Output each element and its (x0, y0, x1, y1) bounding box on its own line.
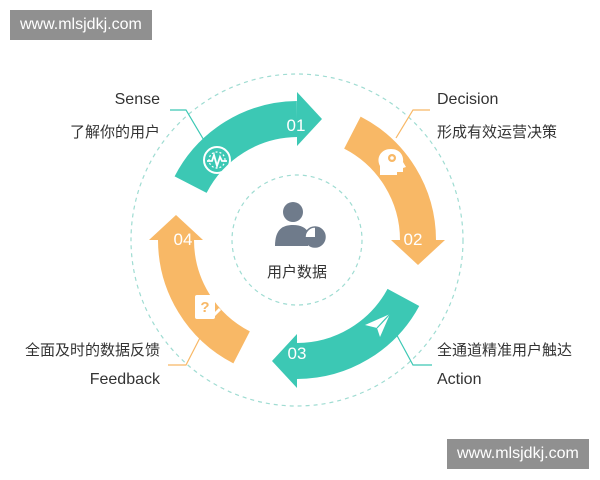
stage-03-desc: 全通道精准用户触达 (437, 341, 573, 359)
segment-04 (149, 215, 251, 364)
watermark-top: www.mlsjdkj.com (10, 10, 152, 40)
segment-02-arrowhead (391, 240, 445, 265)
segment-01-arrowhead (297, 92, 322, 146)
radar-icon (203, 146, 231, 174)
segment-04-arc (158, 239, 251, 364)
stage-03-number: 03 (288, 344, 307, 363)
connector-feedback (168, 327, 206, 366)
stage-04-number: 04 (174, 230, 193, 249)
paper-plane-icon (365, 313, 391, 337)
stage-01-desc: 了解你的用户 (69, 123, 160, 141)
user-data-icon (275, 202, 326, 248)
stage-04-desc: 全面及时的数据反馈 (24, 341, 160, 359)
inner-dashed-ring (231, 174, 363, 306)
stage-02-number: 02 (404, 230, 423, 249)
connector-sense (170, 109, 206, 143)
segment-02-arc (343, 116, 436, 241)
stage-04-title: Feedback (89, 371, 160, 388)
stage-02-title: Decision (437, 91, 499, 108)
svg-text:?: ? (200, 299, 209, 316)
watermark-bottom: www.mlsjdkj.com (447, 439, 589, 469)
outer-dashed-ring (130, 73, 464, 407)
segment-02 (343, 116, 445, 265)
stage-02-desc: 形成有效运营决策 (437, 123, 558, 141)
stage-01-title: Sense (114, 91, 160, 108)
connector-action (393, 329, 432, 366)
segment-03-arrowhead (272, 334, 297, 388)
stage-01-number: 01 (287, 116, 306, 135)
head-brain-icon (378, 149, 406, 175)
segment-04-arrowhead (149, 215, 203, 240)
segment-03-arc (296, 288, 420, 379)
feedback-form-icon: ? (195, 295, 222, 319)
segment-01-arc (174, 101, 298, 194)
segment-03 (272, 288, 420, 388)
stage-03-title: Action (437, 371, 482, 388)
segment-01 (174, 92, 322, 194)
center-label: 用户数据 (267, 263, 327, 281)
connector-decision (395, 109, 430, 139)
